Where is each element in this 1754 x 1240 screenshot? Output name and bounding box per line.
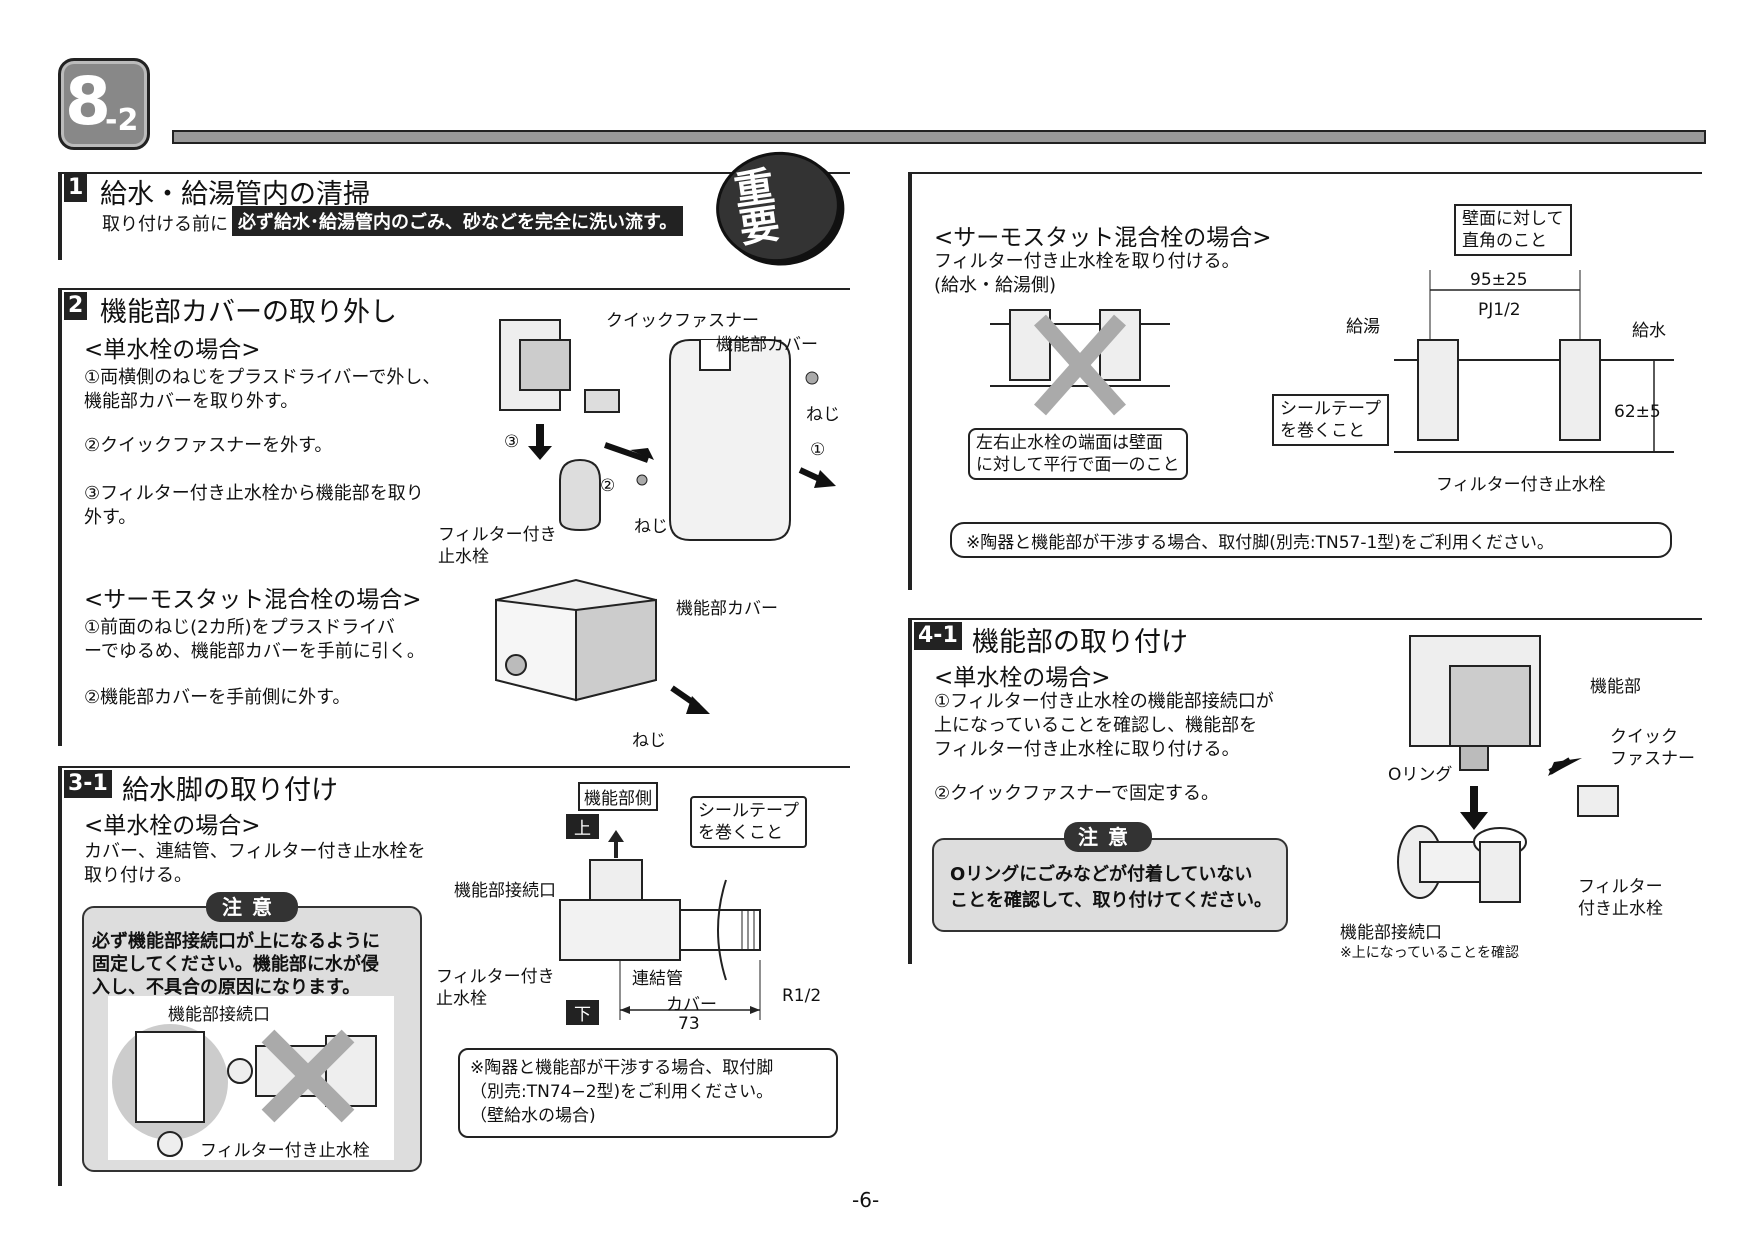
fig-cover2-label: 機能部カバー [676, 599, 778, 619]
rt-filter: フィルター付き止水栓 [1436, 475, 1606, 495]
page-number: -6- [852, 1188, 880, 1212]
sec41-step-2: ②クイックファスナーで固定する。 [934, 783, 1220, 804]
rt-dim1: 95±25 [1470, 270, 1528, 290]
fig-screw-label-1: ねじ [806, 405, 840, 425]
sec31-side-label: 機能部側 [578, 782, 658, 811]
right-top-rule [908, 172, 1702, 174]
sec2-step-2: ②クイックファスナーを外す。 [84, 435, 333, 456]
sec31-title: 給水脚の取り付け [122, 775, 338, 806]
sec31-inlet-label: 機能部接続口 [454, 881, 556, 901]
sec41-step-1: ①フィルター付き止水栓の機能部接続口が 上になっていることを確認し、機能部を フ… [934, 691, 1274, 760]
left-bar-1 [58, 172, 62, 260]
rt-cold: 給水 [1632, 321, 1666, 341]
rt-wall-figure [990, 309, 1170, 416]
fig-cover-label: 機能部カバー [716, 335, 818, 355]
sec31-caution-tag: 注意 [206, 892, 298, 922]
fig-step-marker-3: ③ [504, 432, 520, 452]
sec1-number: 1 [64, 174, 88, 202]
chapter-subnumber: -2 [105, 103, 139, 138]
header-rule [172, 130, 1706, 144]
sec2-thermo-step-2: ②機能部カバーを手前側に外す。 [84, 687, 351, 708]
left-bar-2 [58, 288, 62, 746]
sec31-seal-label: シールテープ を巻くこと [690, 796, 807, 848]
sec31-note: ※陶器と機能部が干渉する場合、取付脚 （別売:TN74−2型)をご利用ください。… [470, 1058, 774, 1126]
rt-desc: フィルター付き止水栓を取り付ける。 (給水・給湯側) [934, 251, 1240, 296]
important-badge: 重要 [708, 143, 848, 271]
sec2-step-3: ③フィルター付き止水栓から機能部を取り 外す。 [84, 483, 424, 528]
fig-quick-fastener-label: クイックファスナー [606, 311, 759, 331]
right-bar-2 [908, 618, 912, 964]
sec41-quick-label: クイック ファスナー [1610, 727, 1695, 769]
sec31-caution-drawing [112, 1024, 377, 1157]
sec2-sub-single: <単水栓の場合> [84, 337, 261, 363]
sec41-filter-label: フィルター 付き止水栓 [1578, 877, 1663, 919]
sec31-down-label: 下 [566, 1000, 599, 1025]
sec1-title: 給水・給湯管内の清掃 [100, 179, 370, 210]
sec41-caution-text: Oリングにごみなどが付着していない ことを確認して、取り付けてください。 [950, 864, 1273, 911]
sec31-number: 3-1 [64, 770, 112, 798]
sec2-rule [58, 288, 850, 290]
rt-note: ※陶器と機能部が干渉する場合、取付脚(別売:TN57-1型)をご利用ください。 [966, 533, 1554, 553]
chapter-badge: 8 -2 [58, 58, 150, 150]
sec2-number: 2 [64, 292, 88, 320]
rt-note-box [950, 522, 1672, 558]
sec41-inlet-note: ※上になっていることを確認 [1340, 945, 1520, 961]
important-text: 重要 [731, 162, 789, 253]
sec31-r-label: R1/2 [782, 986, 822, 1006]
sec41-inlet-label: 機能部接続口 [1340, 923, 1442, 943]
sec31-sub: <単水栓の場合> [84, 813, 261, 839]
sec41-number: 4-1 [914, 622, 962, 650]
right-bar-1 [908, 172, 912, 590]
sec2-step-1: ①両横側のねじをプラスドライバーで外し、 機能部カバーを取り外す。 [84, 367, 441, 412]
rt-sub: <サーモスタット混合栓の場合> [934, 225, 1272, 251]
sec41-unit-label: 機能部 [1590, 677, 1641, 697]
sec31-cover-label: カバー [666, 995, 717, 1015]
sec41-sub: <単水栓の場合> [934, 665, 1111, 691]
sec41-figure [1397, 635, 1619, 903]
fig-step-marker-2: ② [600, 476, 616, 496]
sec41-title: 機能部の取り付け [972, 627, 1188, 658]
rt-hot: 給湯 [1346, 317, 1380, 337]
sec31-pipe-label: 連結管 [632, 969, 683, 989]
sec41-oring-label: Oリング [1388, 765, 1453, 785]
fig-filter-valve-label: フィルター付き 止水栓 [438, 525, 557, 567]
chapter-number: 8 [65, 63, 111, 140]
sec31-caution-inlet-label: 機能部接続口 [168, 1005, 270, 1025]
sec41-caution-tag: 注意 [1064, 822, 1152, 852]
sec2-thermo-step-1: ①前面のねじ(2カ所)をプラスドライバ ーでゆるめ、機能部カバーを手前に引く。 [84, 617, 425, 662]
sec31-caution-filter-label: フィルター付き止水栓 [200, 1141, 370, 1161]
sec31-desc: カバー、連結管、フィルター付き止水栓を 取り付ける。 [84, 841, 426, 886]
sec2-figure-thermo [495, 578, 710, 714]
sec1-lead: 取り付ける前に [102, 214, 228, 235]
fig-screw3-label: ねじ [632, 731, 666, 751]
sec2-figure-single [499, 319, 836, 541]
rt-wall-note: 左右止水栓の端面は壁面 に対して平行で面一のこと [968, 428, 1188, 480]
sec31-up-label: 上 [566, 814, 599, 839]
sec1-rule [58, 172, 850, 174]
sec1-highlight: 必ず給水･給湯管内のごみ、砂などを完全に洗い流す。 [232, 206, 684, 236]
sec31-pipe-diagram [559, 830, 761, 1020]
rt-dimension-figure [1394, 270, 1674, 453]
rt-pj: PJ1/2 [1478, 300, 1521, 320]
rt-perp-label: 壁面に対して 直角のこと [1454, 204, 1572, 256]
sec31-caution-text: 必ず機能部接続口が上になるように 固定してください。機能部に水が侵 入し、不具合… [92, 931, 380, 998]
sec2-title: 機能部カバーの取り外し [100, 297, 397, 328]
sec41-rule [908, 618, 1702, 620]
fig-screw-label-2: ねじ [634, 517, 668, 537]
rt-dim2: 62±5 [1614, 402, 1661, 422]
sec2-sub-thermo: <サーモスタット混合栓の場合> [84, 587, 422, 613]
fig-step-marker-1: ① [810, 440, 826, 460]
left-bar-3 [58, 766, 62, 1186]
sec31-rule [58, 766, 850, 768]
sec31-dimension: 73 [678, 1014, 700, 1034]
rt-seal: シールテープ を巻くこと [1272, 394, 1389, 446]
sec31-note-box [458, 1048, 838, 1138]
sec31-filter-label: フィルター付き 止水栓 [436, 967, 555, 1009]
